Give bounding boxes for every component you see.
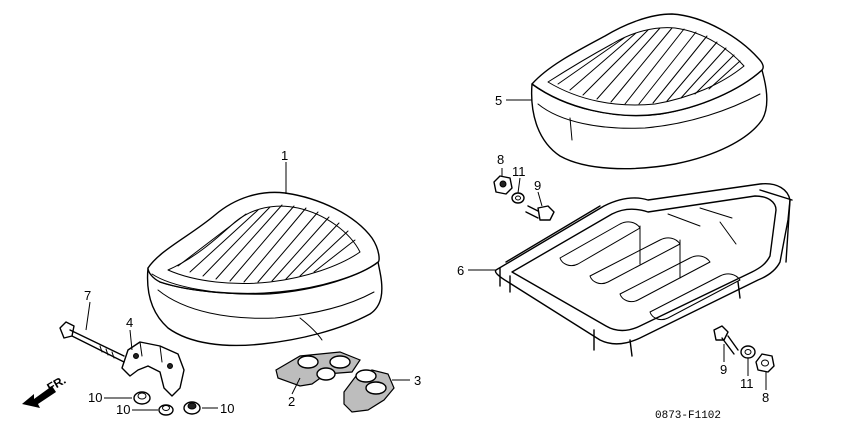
callout-8-lower: 8: [762, 390, 769, 405]
bracket-plate-right: [343, 369, 395, 413]
callout-7: 7: [84, 288, 91, 303]
long-bolt: [59, 321, 125, 363]
callout-1: 1: [281, 148, 288, 163]
nut-8-lower: [755, 353, 775, 373]
callout-8-upper: 8: [497, 152, 504, 167]
washer-11-upper: [511, 192, 525, 204]
callout-10-c: 10: [220, 401, 234, 416]
callout-4: 4: [126, 315, 133, 330]
leader-lines: [85, 99, 767, 411]
nut-8-upper: [493, 175, 513, 195]
callout-5: 5: [495, 93, 502, 108]
callout-9-upper: 9: [534, 178, 541, 193]
washer-11-lower: [740, 345, 756, 359]
callout-6: 6: [457, 263, 464, 278]
callout-11-lower: 11: [740, 376, 754, 391]
callout-3: 3: [414, 373, 421, 388]
front-arrow-icon: [22, 386, 56, 408]
front-seat: [146, 191, 383, 347]
bolt-9-lower: [713, 325, 739, 355]
diagram-code: 0873-F1102: [655, 410, 721, 422]
nut-10-a: [133, 391, 151, 405]
bracket-plate-left: [275, 351, 361, 387]
rear-carrier: [494, 183, 793, 357]
callout-10-b: 10: [116, 402, 130, 417]
nut-10-c: [183, 401, 201, 415]
nut-10-b: [158, 404, 174, 416]
seat-bracket: [121, 341, 185, 397]
bolt-9-upper: [525, 205, 555, 221]
rear-seat: [530, 13, 768, 170]
callout-9-lower: 9: [720, 362, 727, 377]
callout-11-upper: 11: [512, 164, 526, 179]
callout-10-a: 10: [88, 390, 102, 405]
callout-2: 2: [288, 394, 295, 409]
